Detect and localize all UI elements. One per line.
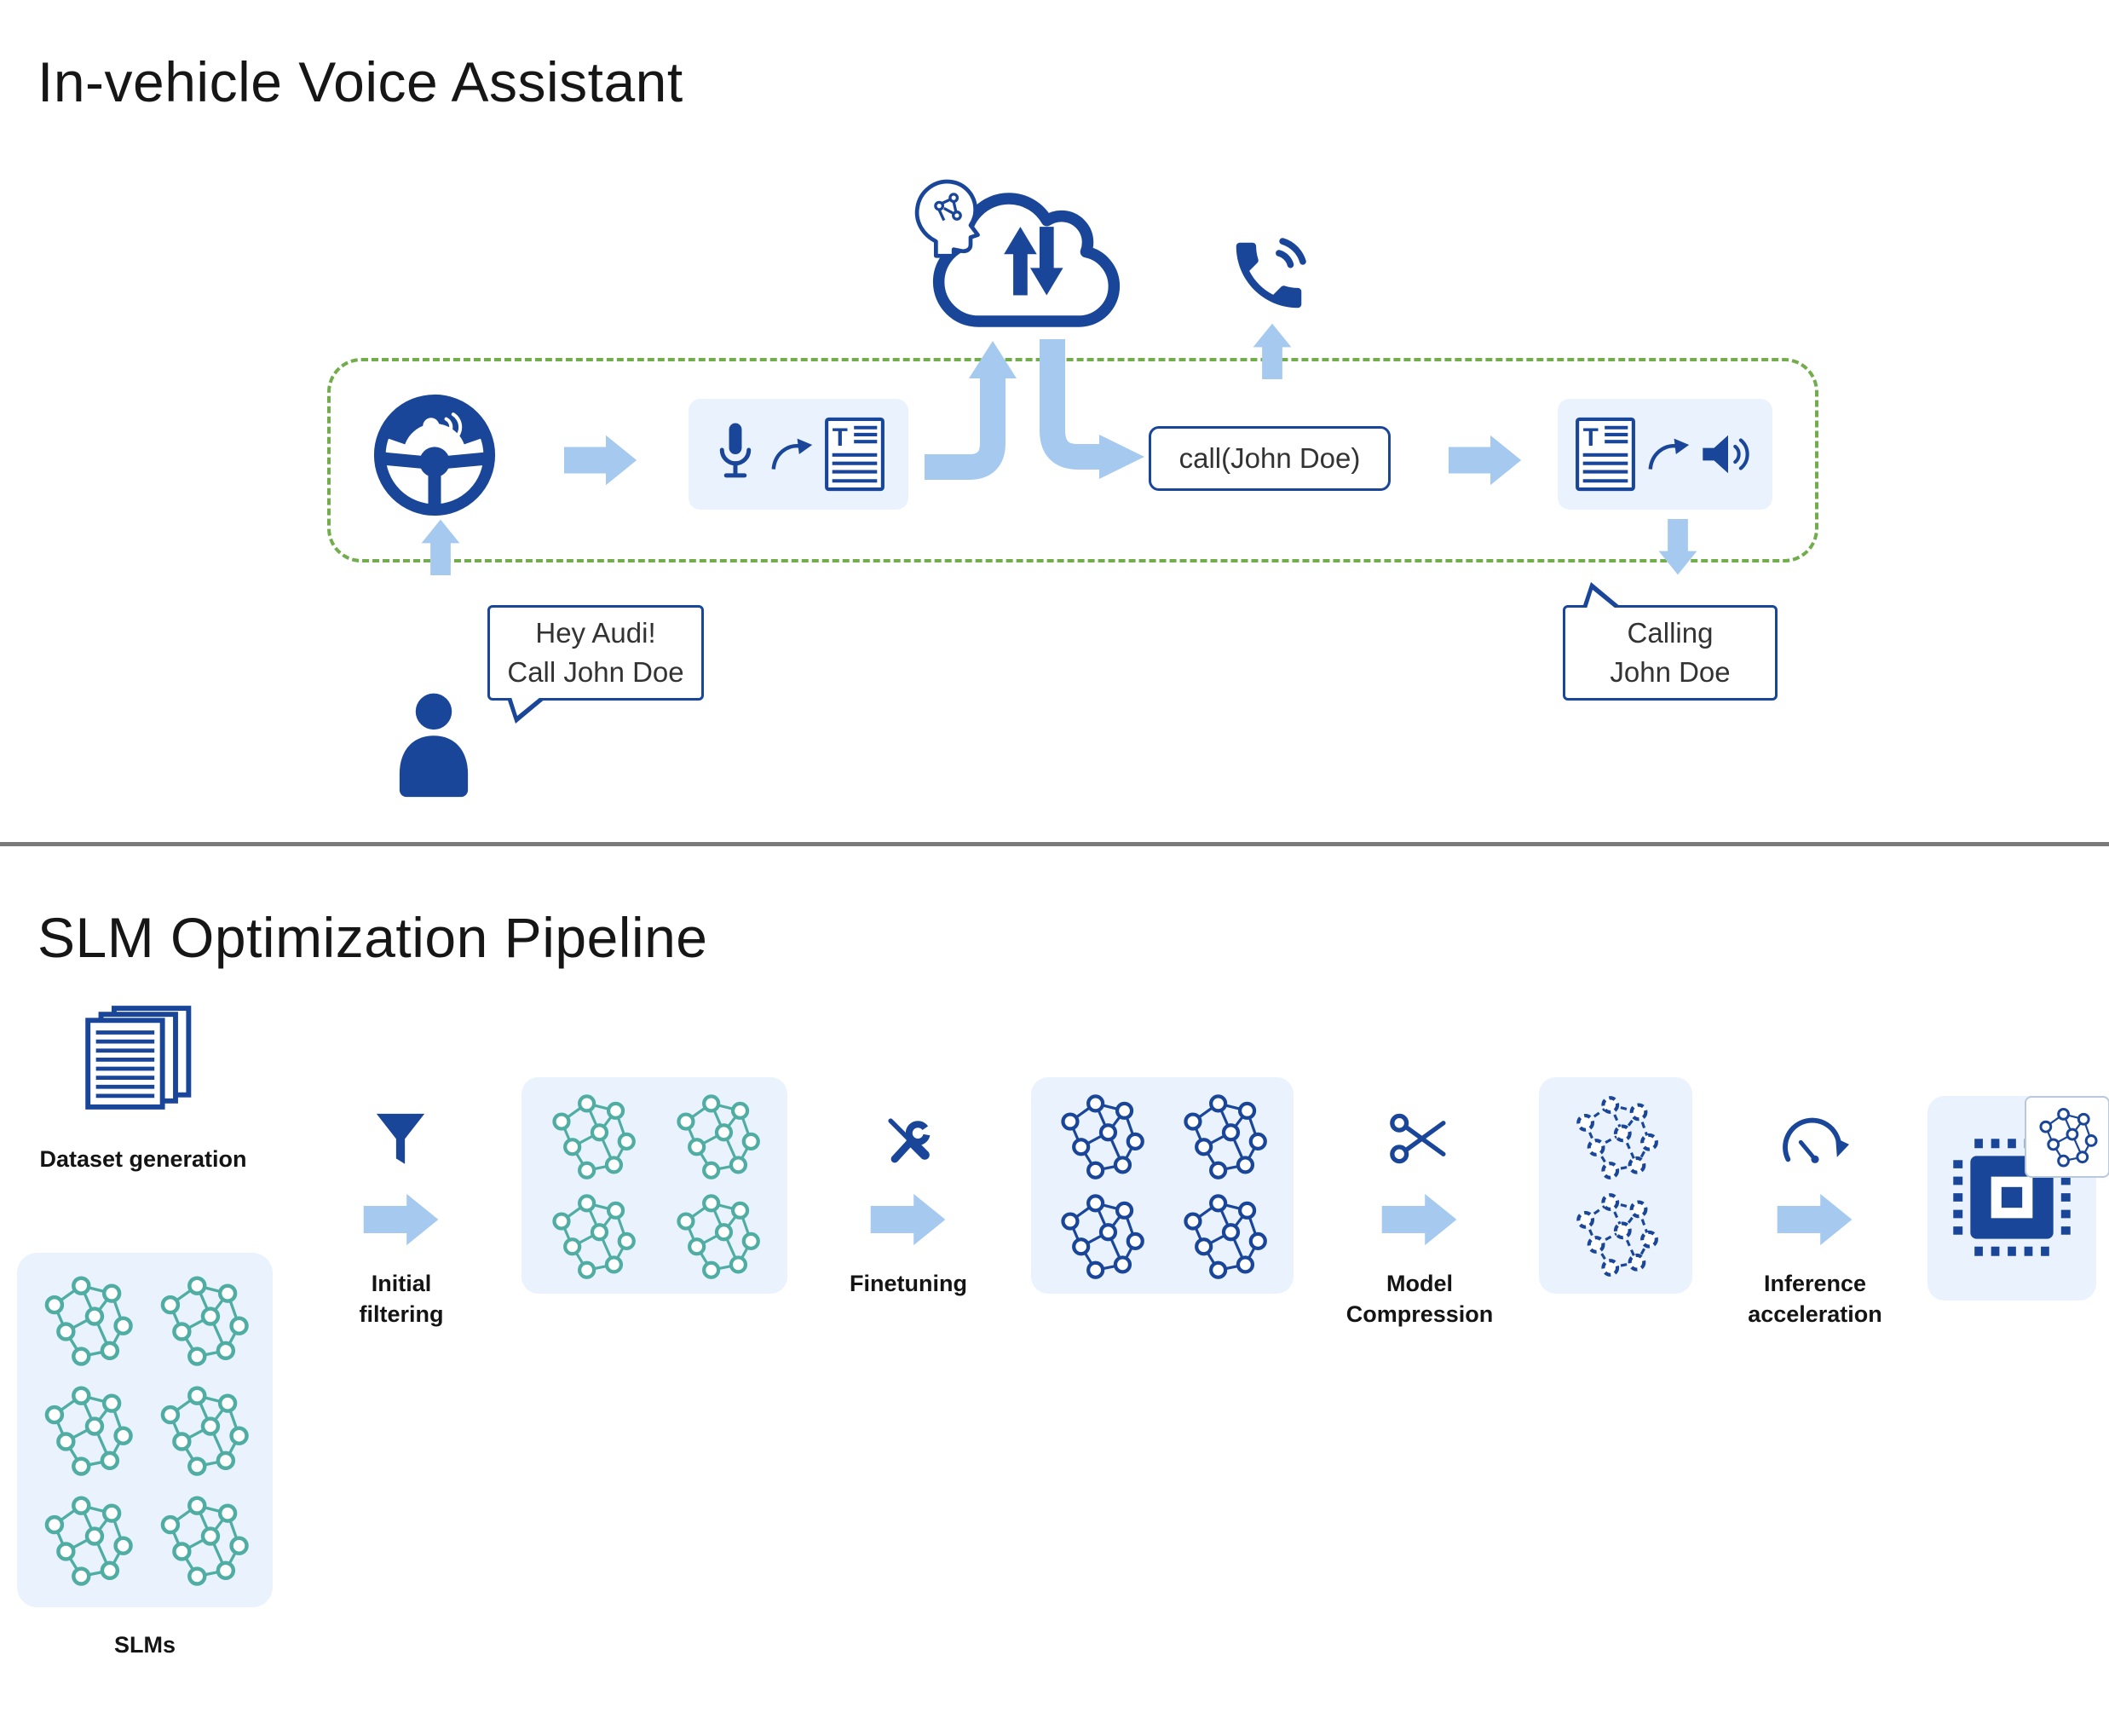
network-icon <box>2034 1105 2100 1168</box>
phone-call-icon <box>1236 238 1306 309</box>
slms-panel <box>17 1253 273 1607</box>
call-action-label: call(John Doe) <box>1178 442 1361 474</box>
network-icon <box>35 1272 139 1368</box>
candidates-box-1 <box>521 1077 787 1294</box>
network-icon <box>1167 1191 1280 1281</box>
user-person-icon <box>399 693 469 798</box>
pipeline-arrow-1 <box>338 1193 464 1246</box>
convert-arrow-icon <box>769 435 815 473</box>
network-icon <box>660 1191 773 1281</box>
model-compression-label: Model Compression <box>1345 1271 1494 1327</box>
section-divider <box>0 842 2109 846</box>
network-icon <box>660 1091 773 1181</box>
inference-acceleration-label: Inference acceleration <box>1748 1271 1882 1327</box>
network-icon <box>1167 1091 1280 1181</box>
slms-label: SLMs <box>113 1632 176 1658</box>
network-icon <box>151 1492 255 1588</box>
network-icon <box>536 1091 648 1181</box>
convert-arrow-icon <box>1645 435 1691 473</box>
network-icon <box>35 1382 139 1478</box>
dataset-stack-icon <box>85 1006 192 1110</box>
call-action-chip: call(John Doe) <box>1149 426 1391 491</box>
assistant-bubble-line2: John Doe <box>1610 656 1731 688</box>
assistant-speech-bubble: Calling John Doe <box>1563 582 1778 701</box>
network-icon <box>35 1492 139 1588</box>
dataset-generation-label: Dataset generation <box>39 1146 247 1172</box>
pipeline-arrow-4 <box>1752 1193 1878 1246</box>
pipeline-section: SLM Optimization Pipeline Dataset genera… <box>0 846 2109 1736</box>
phone-up-arrow <box>1250 323 1294 379</box>
flow-arrow-right-1 <box>564 433 637 487</box>
network-icon <box>151 1272 255 1368</box>
flow-arrow-right-2 <box>1449 433 1522 487</box>
pipeline-arrow-3 <box>1357 1193 1483 1246</box>
voice-assistant-title: In-vehicle Voice Assistant <box>37 50 683 113</box>
tts-down-arrow <box>1656 519 1700 575</box>
finetuning-label: Finetuning <box>850 1271 967 1296</box>
wheel-up-arrow <box>418 519 463 575</box>
vehicle-boundary-dashed-box <box>327 358 1818 562</box>
text-to-speech-box <box>1558 399 1772 510</box>
network-icon <box>1564 1190 1667 1278</box>
text-document-icon <box>823 414 886 494</box>
brain-head-icon <box>914 179 980 258</box>
chip-network-card <box>2025 1096 2109 1178</box>
pipeline-title: SLM Optimization Pipeline <box>37 906 708 969</box>
assistant-bubble-line1: Calling <box>1627 617 1714 649</box>
text-document-icon <box>1574 414 1637 494</box>
speaker-icon <box>1703 435 1749 474</box>
compressed-box <box>1539 1077 1692 1294</box>
network-icon <box>1045 1091 1157 1181</box>
network-icon <box>151 1382 255 1478</box>
microphone-icon <box>719 423 752 478</box>
steering-wheel-voice-icon <box>373 394 496 516</box>
network-icon <box>1564 1093 1667 1181</box>
cloud-sync-arrows <box>1004 227 1063 296</box>
cloud-link-arrows <box>925 339 1144 480</box>
initial-filtering-label: Initial filtering <box>359 1271 444 1327</box>
user-bubble-line2: Call John Doe <box>507 656 684 688</box>
network-icon <box>536 1191 648 1281</box>
user-bubble-line1: Hey Audi! <box>535 617 656 649</box>
candidates-box-2 <box>1031 1077 1294 1294</box>
user-speech-bubble: Hey Audi! Call John Doe <box>487 605 704 724</box>
network-icon <box>1045 1191 1157 1281</box>
speech-to-text-box <box>689 399 908 510</box>
tools-icon <box>888 1118 940 1163</box>
scissors-icon <box>1390 1113 1446 1164</box>
funnel-icon <box>376 1113 425 1164</box>
speedometer-icon <box>1783 1117 1849 1163</box>
voice-assistant-section: In-vehicle Voice Assistant <box>0 0 2109 842</box>
pipeline-arrow-2 <box>845 1193 971 1246</box>
